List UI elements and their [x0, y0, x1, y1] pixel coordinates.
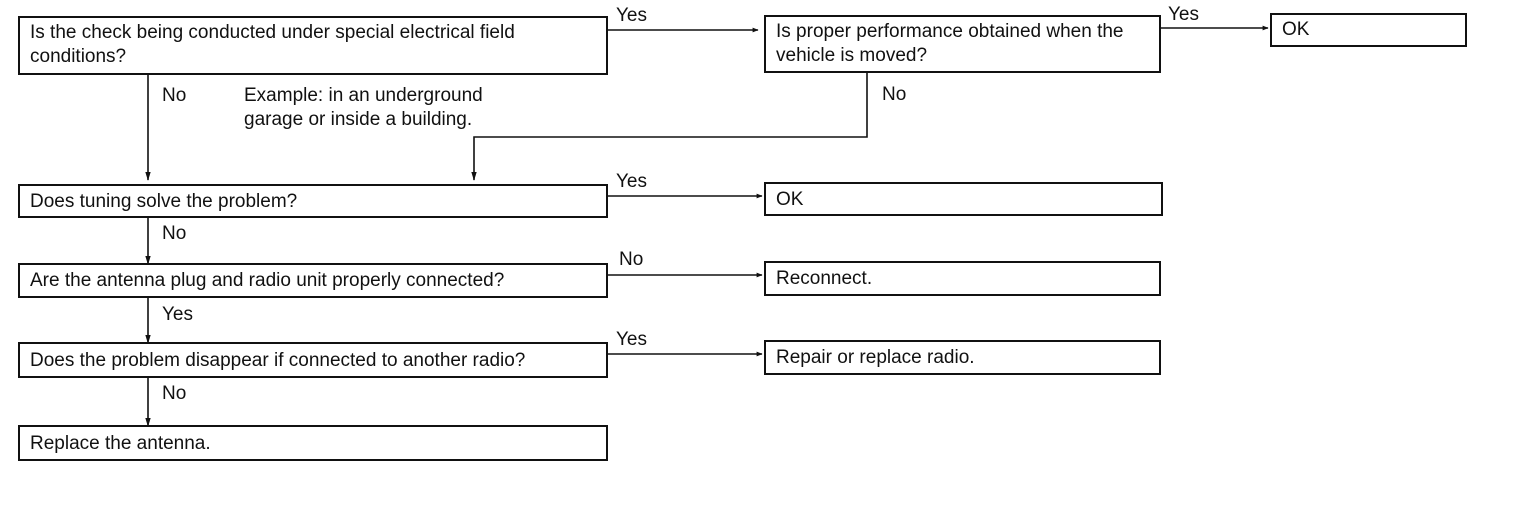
- example-note: Example: in an underground garage or ins…: [244, 85, 483, 130]
- label-tuning-no: No: [162, 223, 187, 244]
- node-special-field-question: Is the check being conducted under speci…: [18, 16, 608, 75]
- node-other-radio-question: Does the problem disappear if connected …: [18, 342, 608, 378]
- node-vehicle-moved-question: Is proper performance obtained when the …: [764, 15, 1161, 73]
- node-connected-question: Are the antenna plug and radio unit prop…: [18, 263, 608, 298]
- node-repair-radio: Repair or replace radio.: [764, 340, 1161, 375]
- label-connected-yes: Yes: [162, 304, 193, 325]
- label-moved-no: No: [882, 84, 907, 105]
- node-ok-top: OK: [1270, 13, 1467, 47]
- edge-moved-no: [471, 72, 868, 181]
- node-reconnect: Reconnect.: [764, 261, 1161, 296]
- label-tuning-yes: Yes: [616, 171, 647, 192]
- label-connected-no: No: [619, 249, 644, 270]
- node-replace-antenna: Replace the antenna.: [18, 425, 608, 461]
- label-other-radio-no: No: [162, 383, 187, 404]
- label-other-radio-yes: Yes: [616, 329, 647, 350]
- label-special-no: No: [162, 85, 187, 106]
- label-special-yes: Yes: [616, 5, 647, 26]
- node-tuning-question: Does tuning solve the problem?: [18, 184, 608, 218]
- node-ok-tuning: OK: [764, 182, 1163, 216]
- label-moved-yes: Yes: [1168, 4, 1199, 25]
